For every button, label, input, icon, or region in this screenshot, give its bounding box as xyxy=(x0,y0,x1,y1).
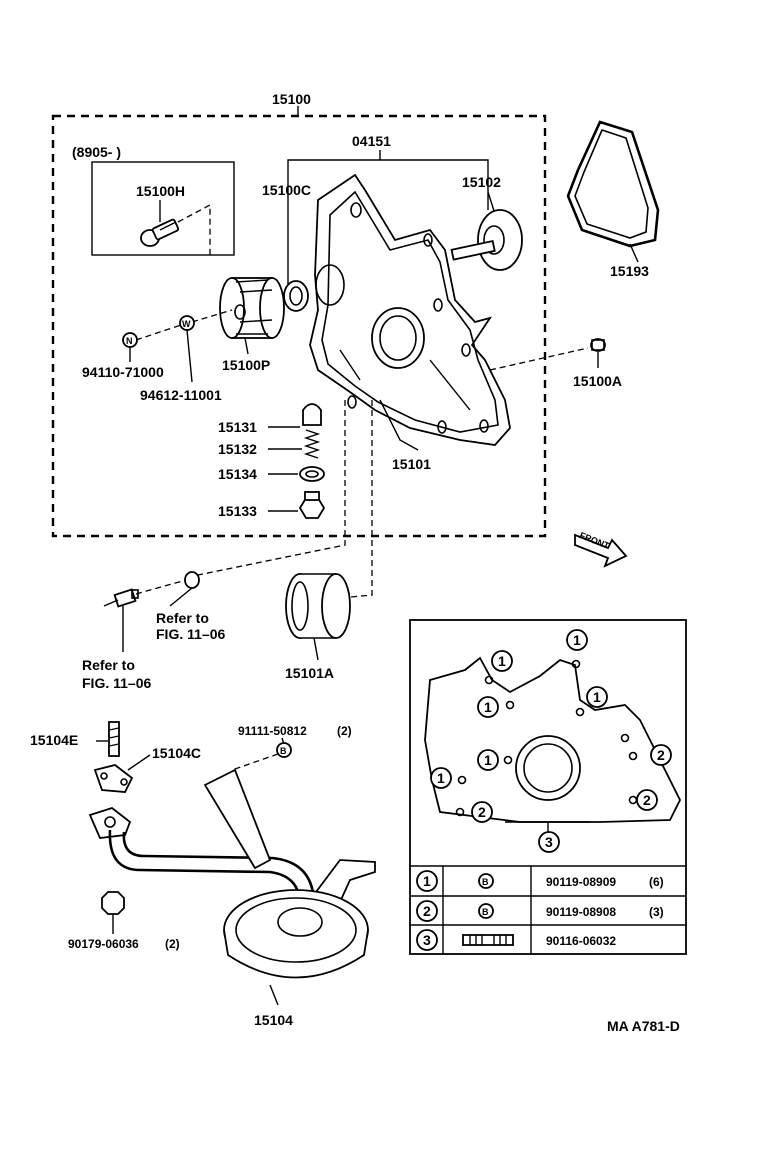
strainer-gasket-icon xyxy=(93,764,134,793)
relief-plug-icon xyxy=(298,491,326,519)
marker-w: W xyxy=(182,319,191,329)
washer-icon xyxy=(299,466,325,482)
label-15100H: 15100H xyxy=(136,183,185,199)
label-15133: 15133 xyxy=(218,503,257,519)
spring-icon xyxy=(303,429,321,459)
driven-gear-group: 15100P N W 94110-71000 94612-11001 xyxy=(82,277,285,403)
callout-1-d: 1 xyxy=(593,689,601,705)
nut-icon xyxy=(101,891,125,915)
label-15104C: 15104C xyxy=(152,745,201,761)
gasket-group: 15193 xyxy=(566,120,660,279)
table-row: 2 B 90119-08908 (3) xyxy=(416,900,664,922)
row2-qty: (3) xyxy=(649,905,664,919)
label-04151: 04151 xyxy=(352,133,391,149)
rotor-group: 15102 xyxy=(450,174,523,271)
bolt-b-marker-icon xyxy=(276,742,292,758)
stud-icon xyxy=(462,934,514,946)
callout-1-a: 1 xyxy=(498,653,506,669)
label-91111-qty: (2) xyxy=(337,724,352,738)
strainer-group: 15104E 15104C 91111-50812 (2) B xyxy=(30,721,376,1028)
refer-b-line2: FIG. 11–06 xyxy=(82,675,151,691)
label-15131: 15131 xyxy=(218,419,257,435)
relief-valve-group: 15131 15132 15134 15133 xyxy=(218,403,326,519)
label-15101A: 15101A xyxy=(285,665,334,681)
label-date-range: (8905- ) xyxy=(72,144,121,160)
oil-pressure-switch-group: Refer to FIG. 11–06 Refer to FIG. 11–06 xyxy=(82,571,225,691)
row1-num: 1 xyxy=(423,873,431,889)
callout-2-a: 2 xyxy=(657,747,665,763)
label-15100P: 15100P xyxy=(222,357,270,373)
assembly-15100-group: 15100 xyxy=(51,91,547,538)
row1-part: 90119-08909 xyxy=(546,875,616,889)
subbox-frame xyxy=(91,161,235,256)
label-90179-06036: 90179-06036 xyxy=(68,937,139,951)
label-15132: 15132 xyxy=(218,441,257,457)
drive-rotor-icon xyxy=(450,209,523,271)
cover-seal-group: 15100C xyxy=(262,182,311,312)
callout-1-f: 1 xyxy=(437,770,445,786)
row1-symbol: B xyxy=(482,877,489,887)
relief-valve-icon xyxy=(302,403,322,426)
stud-bolt-icon xyxy=(108,721,120,757)
bolt-b-icon xyxy=(478,903,494,919)
callout-2-c: 2 xyxy=(478,804,486,820)
marker-b-main: B xyxy=(280,746,287,756)
oil-seal-group: 15101A xyxy=(285,573,351,681)
bolt-table: 1 B 90119-08909 (6) 2 B 90119-08908 (3) … xyxy=(410,865,686,954)
marker-n: N xyxy=(126,336,133,346)
label-15134: 15134 xyxy=(218,466,257,482)
figure-code: MA A781-D xyxy=(607,1018,680,1034)
row3-part: 90116-06032 xyxy=(546,934,616,948)
row2-symbol: B xyxy=(482,907,489,917)
inset-pump-body xyxy=(424,656,682,823)
oil-seal-icon xyxy=(285,573,351,639)
label-90179-qty: (2) xyxy=(165,937,180,951)
assembly-dashed-box xyxy=(51,114,547,538)
callout-3: 3 xyxy=(545,834,553,850)
table-row: 3 90116-06032 xyxy=(416,929,616,951)
label-15100: 15100 xyxy=(272,91,311,107)
row2-part: 90119-08908 xyxy=(546,905,616,919)
callout-2-b: 2 xyxy=(643,792,651,808)
row2-num: 2 xyxy=(423,903,431,919)
driven-gear-icon xyxy=(219,277,285,339)
label-15101: 15101 xyxy=(392,456,431,472)
pressure-switch-icon xyxy=(103,588,139,608)
row3-num: 3 xyxy=(423,932,431,948)
label-15100A: 15100A xyxy=(573,373,622,389)
label-15104E: 15104E xyxy=(30,732,78,748)
bolt-location-inset: 1 1 1 1 1 1 2 2 2 3 1 B 90119-08909 (6) xyxy=(409,619,687,955)
refer-a-line1: Refer to xyxy=(156,610,209,626)
front-arrow-icon: FRONT xyxy=(574,530,628,568)
plug-icon xyxy=(590,338,606,352)
bolt-b-icon xyxy=(478,873,494,889)
label-15104: 15104 xyxy=(254,1012,293,1028)
pump-body-icon xyxy=(309,173,511,446)
callout-1-b: 1 xyxy=(573,632,581,648)
table-row: 1 B 90119-08909 (6) xyxy=(416,870,664,892)
seal-ring-icon xyxy=(283,280,309,312)
kit-04151-group: 04151 xyxy=(287,133,489,290)
relief-bolt-subbox: (8905- ) 15100H xyxy=(72,144,235,256)
label-94110-71000: 94110-71000 xyxy=(82,364,164,380)
callout-1-c: 1 xyxy=(484,699,492,715)
inset-frame xyxy=(409,619,687,955)
gasket-icon xyxy=(566,120,660,248)
row1-qty: (6) xyxy=(649,875,664,889)
switch-washer-icon xyxy=(184,571,200,589)
plug-group: 15100A xyxy=(489,338,622,389)
callout-1-e: 1 xyxy=(484,752,492,768)
label-15102: 15102 xyxy=(462,174,501,190)
oil-strainer-icon xyxy=(88,768,376,979)
refer-b-line1: Refer to xyxy=(82,657,135,673)
refer-a-line2: FIG. 11–06 xyxy=(156,626,225,642)
relief-bolt-icon xyxy=(140,218,180,247)
label-15193: 15193 xyxy=(610,263,649,279)
label-15100C: 15100C xyxy=(262,182,311,198)
label-94612-11001: 94612-11001 xyxy=(140,387,222,403)
label-91111-50812: 91111-50812 xyxy=(238,724,307,738)
